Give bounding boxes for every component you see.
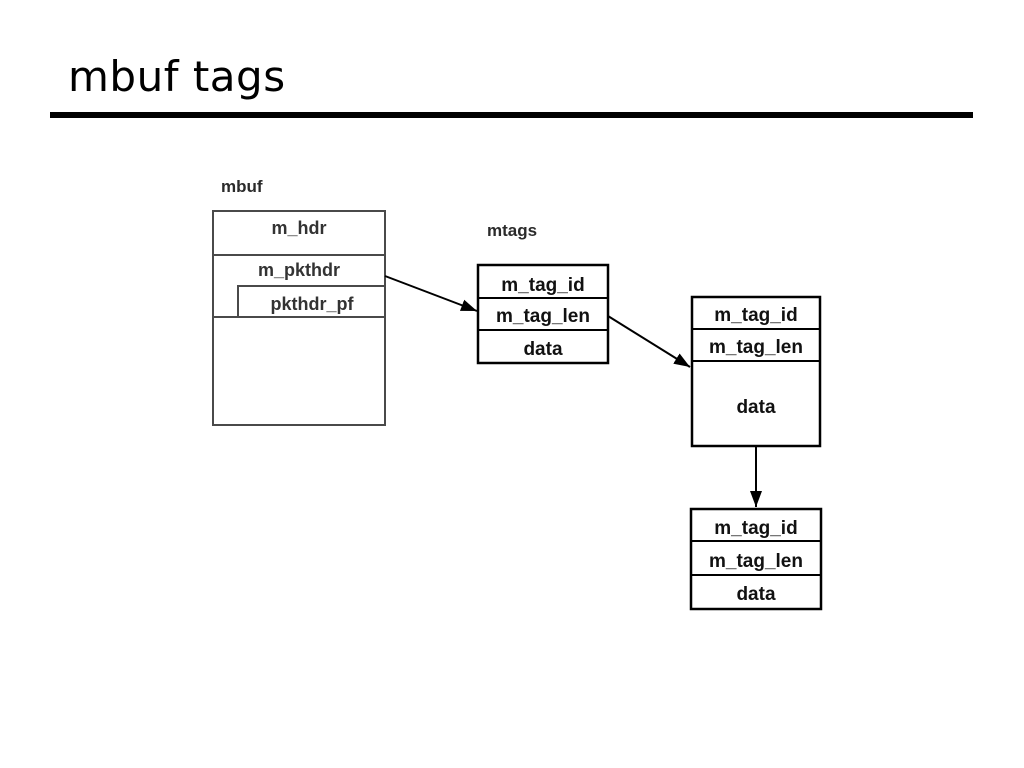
mtag1-row-data: data <box>523 339 563 360</box>
mtag1-row-len: m_tag_len <box>496 306 590 327</box>
mtag2-row-len: m_tag_len <box>709 337 803 358</box>
title-underline-rule <box>50 112 973 118</box>
mtag1-box <box>476 263 610 365</box>
mtags-group-label: mtags <box>487 221 537 240</box>
mtags-group: mtags m_tag_id m_tag_len data m_tag_id m… <box>476 221 823 611</box>
pointer-arrows <box>384 275 762 507</box>
mtag3-row-id: m_tag_id <box>714 518 797 539</box>
mtag1-row-id: m_tag_id <box>501 275 584 296</box>
mtag2-row-data: data <box>736 397 776 418</box>
mtag3-row-data: data <box>736 584 776 605</box>
mbuf-group-label: mbuf <box>221 177 263 196</box>
mbuf-struct-group: mbuf m_hdr m_pkthdr pkthdr_pf <box>212 177 386 426</box>
arrow-mtag1-to-mtag2 <box>607 315 691 368</box>
pkthdr-pf-box <box>237 285 386 318</box>
mtag-node-2: m_tag_id m_tag_len data <box>690 295 822 448</box>
arrow-mbuf-to-mtag1 <box>384 275 478 312</box>
mbuf-row-pkthdr-pf: pkthdr_pf <box>271 294 355 314</box>
mbuf-row-m-pkthdr: m_pkthdr <box>258 260 340 280</box>
mtag-node-3: m_tag_id m_tag_len data <box>689 507 823 611</box>
mtag2-row-id: m_tag_id <box>714 305 797 326</box>
mtag3-box <box>689 507 823 611</box>
slide-title: mbuf tags <box>68 52 286 101</box>
mbuf-row-m-hdr: m_hdr <box>271 218 326 238</box>
mtag3-row-len: m_tag_len <box>709 551 803 572</box>
mtag-node-1: m_tag_id m_tag_len data <box>476 263 610 365</box>
